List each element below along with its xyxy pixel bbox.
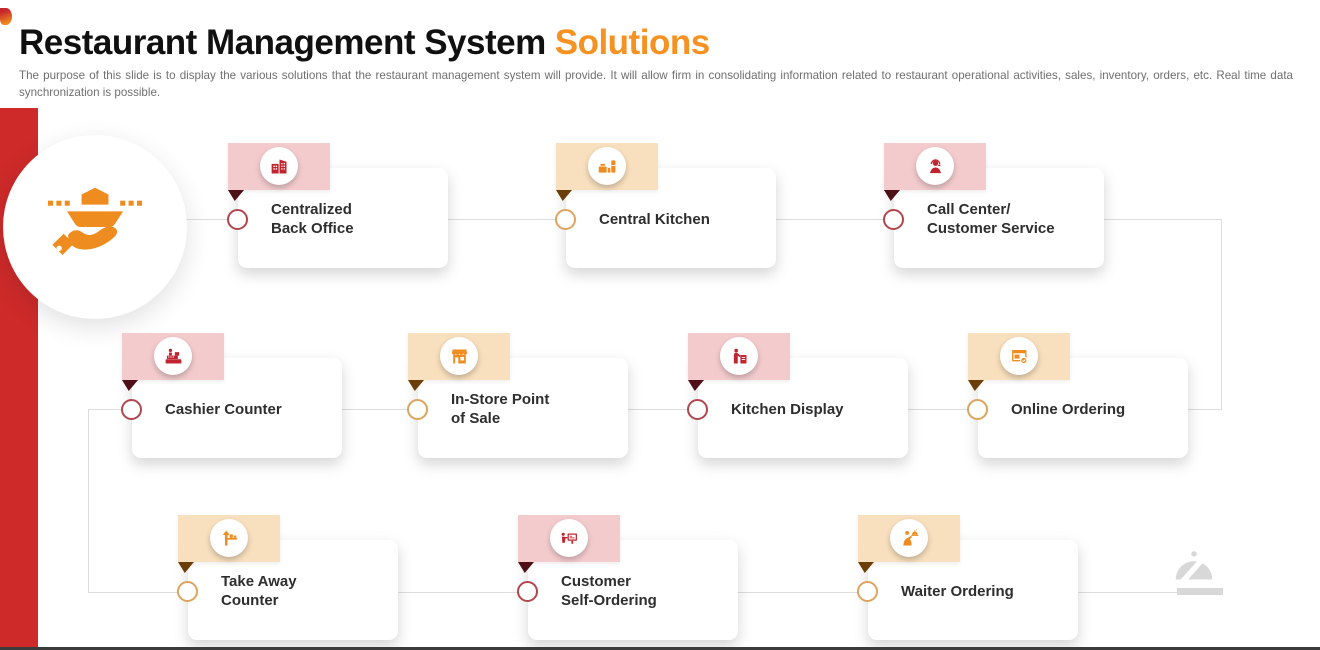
icon-circle <box>916 147 954 185</box>
clipped-logo-fragment-icon <box>0 8 12 25</box>
slide-bottom-edge <box>0 647 1320 650</box>
solution-card-customer-self-ordering: Customer Self-Ordering <box>517 515 738 640</box>
solution-card-cashier-counter: Cashier Counter <box>121 333 342 458</box>
solution-label: Centralized Back Office <box>271 201 354 237</box>
solution-label: Cashier Counter <box>165 400 282 418</box>
solution-card-kitchen-display: Kitchen Display <box>687 333 908 458</box>
solution-card-take-away-counter: Take Away Counter <box>177 515 398 640</box>
solution-card-centralized-back-office: Centralized Back Office <box>227 143 448 268</box>
storefront-icon <box>451 349 467 363</box>
solution-label: Take Away Counter <box>221 573 297 609</box>
solution-label: In-Store Point of Sale <box>451 391 550 427</box>
connector-node <box>883 209 904 230</box>
solution-card-online-ordering: Online Ordering <box>967 333 1188 458</box>
connector-node <box>227 209 248 230</box>
icon-circle <box>440 337 478 375</box>
connector-node <box>857 581 878 602</box>
solution-card-waiter-ordering: Waiter Ordering <box>857 515 1078 640</box>
self-order-kiosk-icon <box>561 532 577 544</box>
tab-fold <box>968 380 984 391</box>
takeaway-stand-icon <box>222 530 237 545</box>
solution-label: Customer Self-Ordering <box>561 573 657 609</box>
tab-fold <box>688 380 704 391</box>
icon-circle <box>1000 337 1038 375</box>
icon-circle <box>720 337 758 375</box>
waiter-tray-icon <box>902 528 918 545</box>
tab-fold <box>556 190 572 201</box>
solution-label: Call Center/ Customer Service <box>927 201 1055 237</box>
online-order-window-icon <box>1011 349 1028 364</box>
hero-circle <box>3 135 187 319</box>
connector-line-right-vertical <box>1221 219 1222 410</box>
connector-node <box>407 399 428 420</box>
tab-fold <box>858 562 874 573</box>
solution-card-call-center: Call Center/ Customer Service <box>883 143 1104 268</box>
icon-circle <box>890 519 928 557</box>
solution-label: Kitchen Display <box>731 400 844 418</box>
tab-fold <box>122 380 138 391</box>
cloche-base-bar <box>1177 588 1223 595</box>
chef-display-icon <box>733 348 746 363</box>
connector-line-row2 <box>88 409 1222 410</box>
connector-node <box>687 399 708 420</box>
solution-label: Online Ordering <box>1011 400 1126 418</box>
connector-node <box>967 399 988 420</box>
support-agent-icon <box>929 158 941 173</box>
tab-fold <box>178 562 194 573</box>
hand-serving-dish-icon <box>47 187 143 255</box>
solution-label: Waiter Ordering <box>901 582 1014 600</box>
connector-node <box>517 581 538 602</box>
title-accent: Solutions <box>554 23 710 63</box>
title-main: Restaurant Management System <box>19 23 546 63</box>
icon-circle <box>550 519 588 557</box>
tab-fold <box>408 380 424 391</box>
connector-line-left-vertical <box>88 409 89 593</box>
icon-circle <box>260 147 298 185</box>
solution-card-in-store-pos: In-Store Point of Sale <box>407 333 628 458</box>
kitchen-counter-icon <box>598 159 615 173</box>
cash-register-icon <box>165 348 181 363</box>
tab-fold <box>884 190 900 201</box>
icon-circle <box>588 147 626 185</box>
solution-card-central-kitchen: Central Kitchen <box>555 143 776 268</box>
tab-fold <box>228 190 244 201</box>
cloche-watermark-icon <box>1172 541 1216 585</box>
solution-label: Central Kitchen <box>599 210 710 228</box>
tab-fold <box>518 562 534 573</box>
icon-circle <box>210 519 248 557</box>
connector-node <box>555 209 576 230</box>
connector-node <box>177 581 198 602</box>
slide-description: The purpose of this slide is to display … <box>19 68 1293 99</box>
connector-node <box>121 399 142 420</box>
office-buildings-icon <box>271 159 286 173</box>
icon-circle <box>154 337 192 375</box>
